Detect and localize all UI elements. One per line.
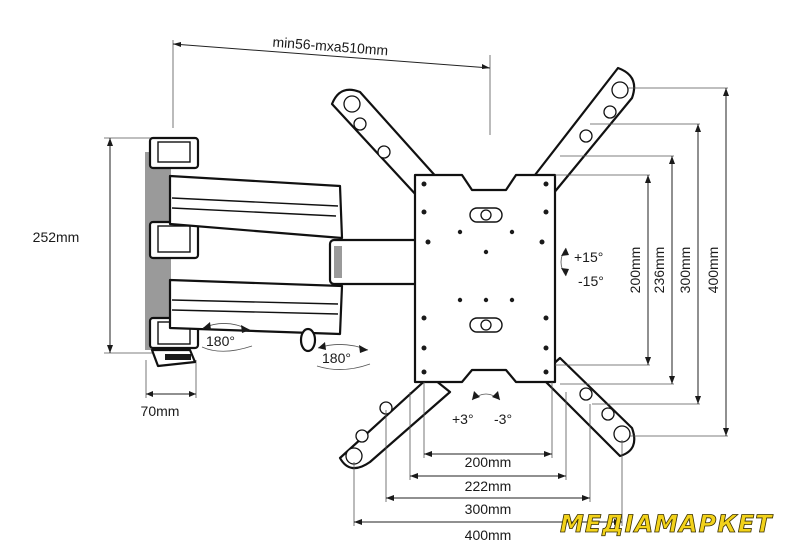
wall-plate — [145, 136, 200, 368]
arm-extension-label: min56-mxa510mm — [272, 34, 389, 59]
wall-plate-width-dimension: 70mm — [141, 360, 197, 419]
vesa-h-200-label: 200mm — [465, 454, 512, 470]
rotation-indicator: +3° -3° — [452, 391, 512, 427]
tilt-down-label: -15° — [578, 273, 604, 289]
arm-joint — [299, 238, 426, 353]
swivel-arm-label: 180° — [322, 350, 351, 366]
vesa-h-400-label: 400mm — [465, 527, 512, 543]
watermark-text: МЕДІАМАРКЕТ — [560, 510, 773, 538]
swivel-wall-label: 180° — [206, 333, 235, 349]
vesa-horizontal-dimensions: 200mm 222mm 300mm 400mm — [353, 382, 623, 543]
vesa-h-222-label: 222mm — [465, 478, 512, 494]
vesa-v-400-label: 400mm — [705, 247, 721, 294]
vesa-vertical-dimensions: 200mm 236mm 300mm 400mm — [555, 87, 729, 437]
arm-extension-dimension: min56-mxa510mm — [172, 34, 491, 135]
swivel-wall-indicator: 180° — [201, 322, 253, 352]
wall-plate-width-label: 70mm — [141, 403, 180, 419]
lower-arm — [168, 278, 344, 336]
upper-arm — [168, 174, 344, 240]
tilt-indicator: +15° -15° — [560, 247, 604, 289]
tilt-plate — [413, 173, 557, 384]
wall-plate-height-dimension: 252mm — [33, 137, 160, 354]
watermark-logo: МЕДІАМАРКЕТ — [560, 510, 773, 539]
rotate-minus-label: -3° — [494, 411, 512, 427]
vesa-v-300-label: 300mm — [677, 247, 693, 294]
vesa-h-300-label: 300mm — [465, 501, 512, 517]
swivel-arm-indicator: 180° — [316, 342, 371, 370]
tilt-up-label: +15° — [574, 249, 603, 265]
vesa-v-236-label: 236mm — [651, 247, 667, 294]
wall-plate-height-label: 252mm — [33, 229, 80, 245]
vesa-v-200-label: 200mm — [627, 247, 643, 294]
rotate-plus-label: +3° — [452, 411, 474, 427]
